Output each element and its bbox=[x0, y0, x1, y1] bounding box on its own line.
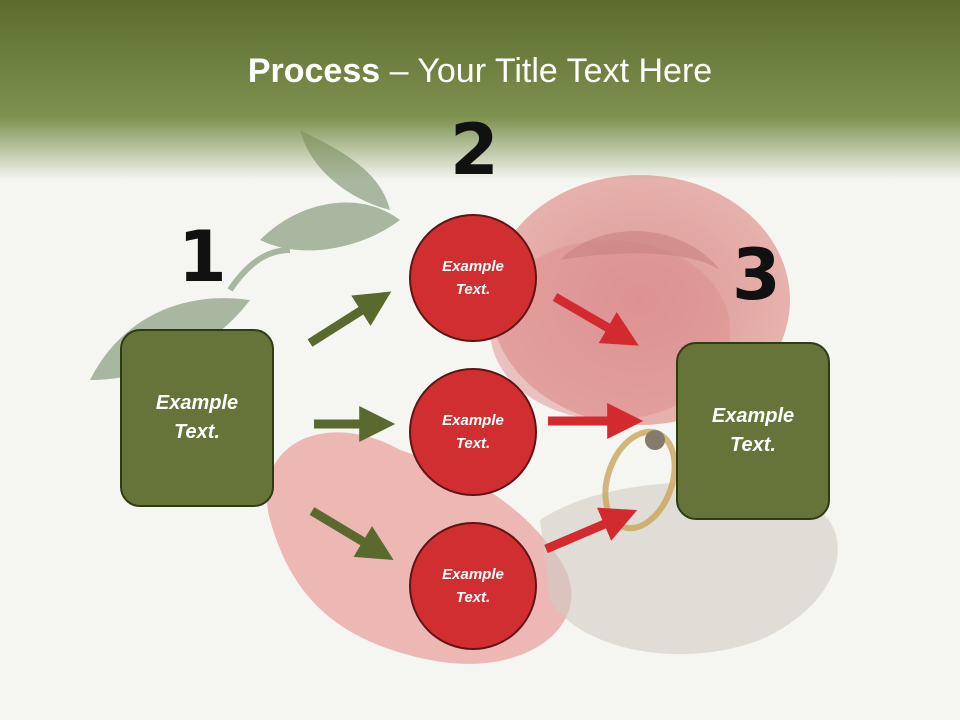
step-3-box: Example Text. bbox=[676, 342, 830, 520]
arrow-red-up bbox=[544, 507, 638, 554]
title-bold: Process bbox=[247, 52, 381, 90]
step-number-3: 3 bbox=[732, 234, 781, 316]
step-number-2: 2 bbox=[450, 109, 499, 191]
step-2-circle-middle: Example Text. bbox=[409, 368, 537, 496]
step-3-text: Example Text. bbox=[711, 405, 795, 456]
arrow-green-down bbox=[309, 507, 394, 560]
step-1-box: Example Text. bbox=[120, 329, 274, 507]
page-title: Process – Your Title Text Here bbox=[0, 52, 960, 91]
step-2-circle-bottom: Example Text. bbox=[409, 522, 537, 650]
title-rest: – Your Title Text Here bbox=[380, 52, 713, 90]
step-1-text: Example Text. bbox=[155, 392, 239, 443]
arrow-green-up bbox=[307, 291, 392, 347]
step-number-1: 1 bbox=[178, 216, 227, 298]
arrow-red-down bbox=[552, 293, 639, 346]
step-2-circle-top: Example Text. bbox=[409, 214, 537, 342]
circle-middle-text: Example Text. bbox=[442, 412, 504, 452]
circle-bottom-text: Example Text. bbox=[442, 566, 504, 606]
circle-top-text: Example Text. bbox=[442, 258, 504, 298]
